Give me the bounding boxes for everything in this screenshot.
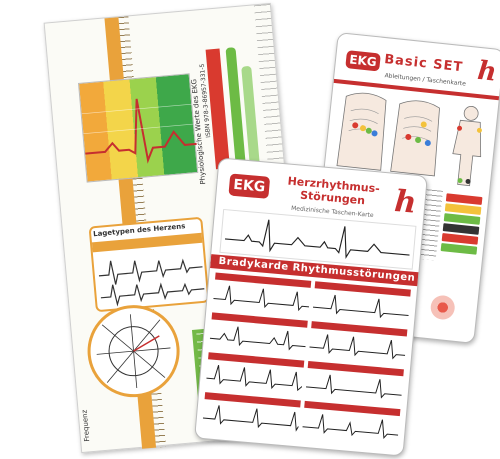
hawelka-h-logo: h xyxy=(476,55,499,88)
legend-swatch-green-2 xyxy=(440,243,478,255)
rhythm-trace xyxy=(202,405,299,432)
rhythm-grid xyxy=(202,272,413,450)
cabrera-circle xyxy=(83,301,184,402)
rhythm-cell xyxy=(205,352,305,397)
ecg-wave-graphic xyxy=(81,98,197,164)
rhythm-cell xyxy=(305,360,404,406)
rhythm-trace xyxy=(213,285,310,312)
rhythm-cell xyxy=(212,272,312,317)
rhythm-cell xyxy=(312,281,411,326)
basic-set-card: EKG Basic SET Ableitungen / Taschenkarte… xyxy=(306,32,500,344)
lagetyp-panel: Lagetypen des Herzens xyxy=(88,216,210,313)
rhythm-cell xyxy=(209,312,308,357)
ekg-ruler: ISBN 978-3-86957-331-5 Physiologische We… xyxy=(43,2,309,454)
rhythm-trace xyxy=(302,414,399,440)
rhythm-cell xyxy=(202,392,301,437)
physiology-chart xyxy=(77,73,199,183)
ekg-logo: EKG xyxy=(228,173,271,199)
header-ecg-strip xyxy=(219,208,417,270)
rhythm-cell xyxy=(301,400,401,446)
rhythm-trace xyxy=(312,294,409,319)
rhythm-trace xyxy=(209,326,306,351)
rhythm-trace xyxy=(305,374,402,399)
ekg-logo: EKG xyxy=(345,50,381,72)
color-legend xyxy=(438,193,483,276)
rhythm-trace xyxy=(206,365,303,392)
torso-illustrations xyxy=(336,92,482,187)
herzrhythmus-card: EKG Herzrhythmus- Störungen Medizinische… xyxy=(194,157,428,457)
hawelka-h-logo: h xyxy=(392,183,418,221)
heart-dot-graphic xyxy=(429,294,456,321)
lagetyp-waves xyxy=(98,258,205,307)
cabrera-spokes xyxy=(96,314,171,389)
rhythm-cell xyxy=(308,321,408,366)
rhythm-trace xyxy=(309,334,406,360)
